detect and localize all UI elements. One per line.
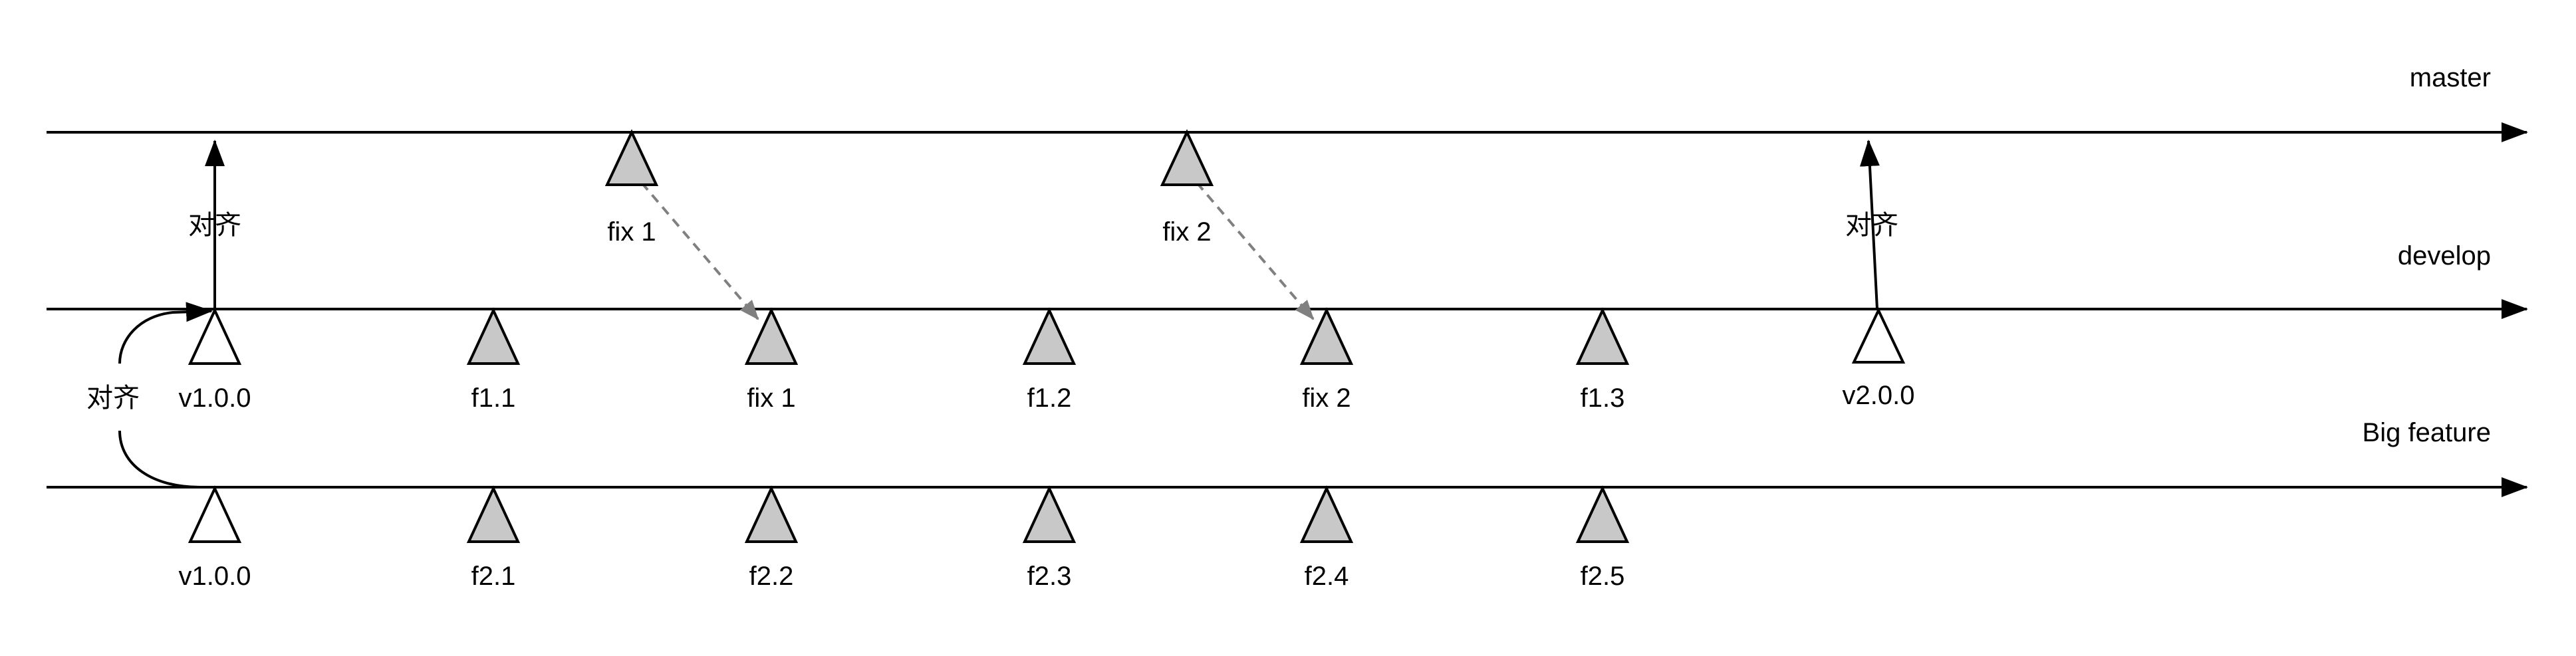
master-commits: fix 1 fix 2 — [604, 129, 1214, 247]
commit-triangle — [1022, 307, 1077, 365]
commit-feature-v1.0.0: v1.0.0 — [179, 485, 251, 591]
commit-feature-f2.4: f2.4 — [1299, 485, 1354, 591]
branch-big-feature: Big feature — [47, 418, 2528, 497]
commit-triangle — [604, 129, 659, 186]
commit-develop-f1.3: f1.3 — [1575, 307, 1630, 413]
merge-fix2 — [1196, 181, 1315, 320]
commit-develop-fix2: fix 2 — [1299, 307, 1354, 413]
commit-triangle — [744, 485, 799, 543]
develop-label: develop — [2398, 241, 2491, 271]
commit-label: fix 1 — [747, 383, 795, 413]
master-label: master — [2410, 63, 2491, 92]
commit-feature-f2.3: f2.3 — [1022, 485, 1077, 591]
big-feature-label: Big feature — [2363, 418, 2491, 447]
commit-feature-f2.2: f2.2 — [744, 485, 799, 591]
develop-commits: v1.0.0 f1.1 fix 1 f1.2 fix 2 f1.3 v2.0.0 — [179, 307, 1915, 413]
commit-label: f2.5 — [1581, 562, 1625, 591]
commit-triangle — [1851, 307, 1906, 364]
commit-label: f2.1 — [471, 562, 516, 591]
commit-label: v1.0.0 — [179, 383, 251, 413]
commit-triangle — [188, 307, 242, 365]
commit-label: f2.2 — [749, 562, 794, 591]
commit-feature-f2.5: f2.5 — [1575, 485, 1630, 591]
commit-triangle — [466, 307, 521, 365]
commit-label: f1.1 — [471, 383, 516, 413]
align-arrow-v2 — [1859, 140, 1880, 310]
commit-triangle — [1299, 307, 1354, 365]
commit-label: fix 2 — [1162, 217, 1211, 247]
commit-triangle — [466, 485, 521, 543]
commit-label: f2.3 — [1027, 562, 1072, 591]
commit-develop-v1.0.0: v1.0.0 — [179, 307, 251, 413]
align-feature-develop: 对齐 — [86, 302, 213, 489]
align-curve-bottom — [118, 430, 200, 489]
commit-label: f1.2 — [1027, 383, 1072, 413]
commit-triangle — [1022, 485, 1077, 543]
commit-triangle — [1575, 485, 1630, 543]
merge-fix1 — [640, 181, 759, 320]
align-curve-top — [118, 302, 213, 364]
commit-label: fix 1 — [607, 217, 656, 247]
branch-master: master — [47, 63, 2528, 142]
commit-triangle — [744, 307, 799, 365]
merge-arrow-fix1 — [640, 181, 759, 320]
align-label-v1: 对齐 — [188, 210, 241, 241]
branch-develop: develop — [47, 241, 2528, 319]
commit-triangle — [1160, 129, 1214, 186]
align-v2-develop-master: 对齐 — [1845, 140, 1898, 310]
big-feature-commits: v1.0.0 f2.1 f2.2 f2.3 f2.4 f2.5 — [179, 485, 1630, 591]
commit-triangle — [188, 485, 242, 543]
commit-develop-f1.2: f1.2 — [1022, 307, 1077, 413]
commit-feature-f2.1: f2.1 — [466, 485, 521, 591]
commit-master-fix2: fix 2 — [1160, 129, 1214, 247]
commit-develop-fix1: fix 1 — [744, 307, 799, 413]
commit-develop-v2.0.0: v2.0.0 — [1843, 307, 1915, 410]
commit-master-fix1: fix 1 — [604, 129, 659, 247]
align-label-v2: 对齐 — [1845, 210, 1898, 241]
commit-label: f1.3 — [1581, 383, 1625, 413]
align-v1-develop-master: 对齐 — [188, 140, 241, 309]
align-label-feature: 对齐 — [86, 383, 140, 413]
commit-triangle — [1299, 485, 1354, 543]
commit-develop-f1.1: f1.1 — [466, 307, 521, 413]
merge-arrow-fix2 — [1196, 181, 1315, 320]
commit-triangle — [1575, 307, 1630, 365]
commit-label: fix 2 — [1302, 383, 1351, 413]
commit-label: v2.0.0 — [1843, 381, 1915, 410]
commit-label: v1.0.0 — [179, 562, 251, 591]
commit-label: f2.4 — [1305, 562, 1349, 591]
